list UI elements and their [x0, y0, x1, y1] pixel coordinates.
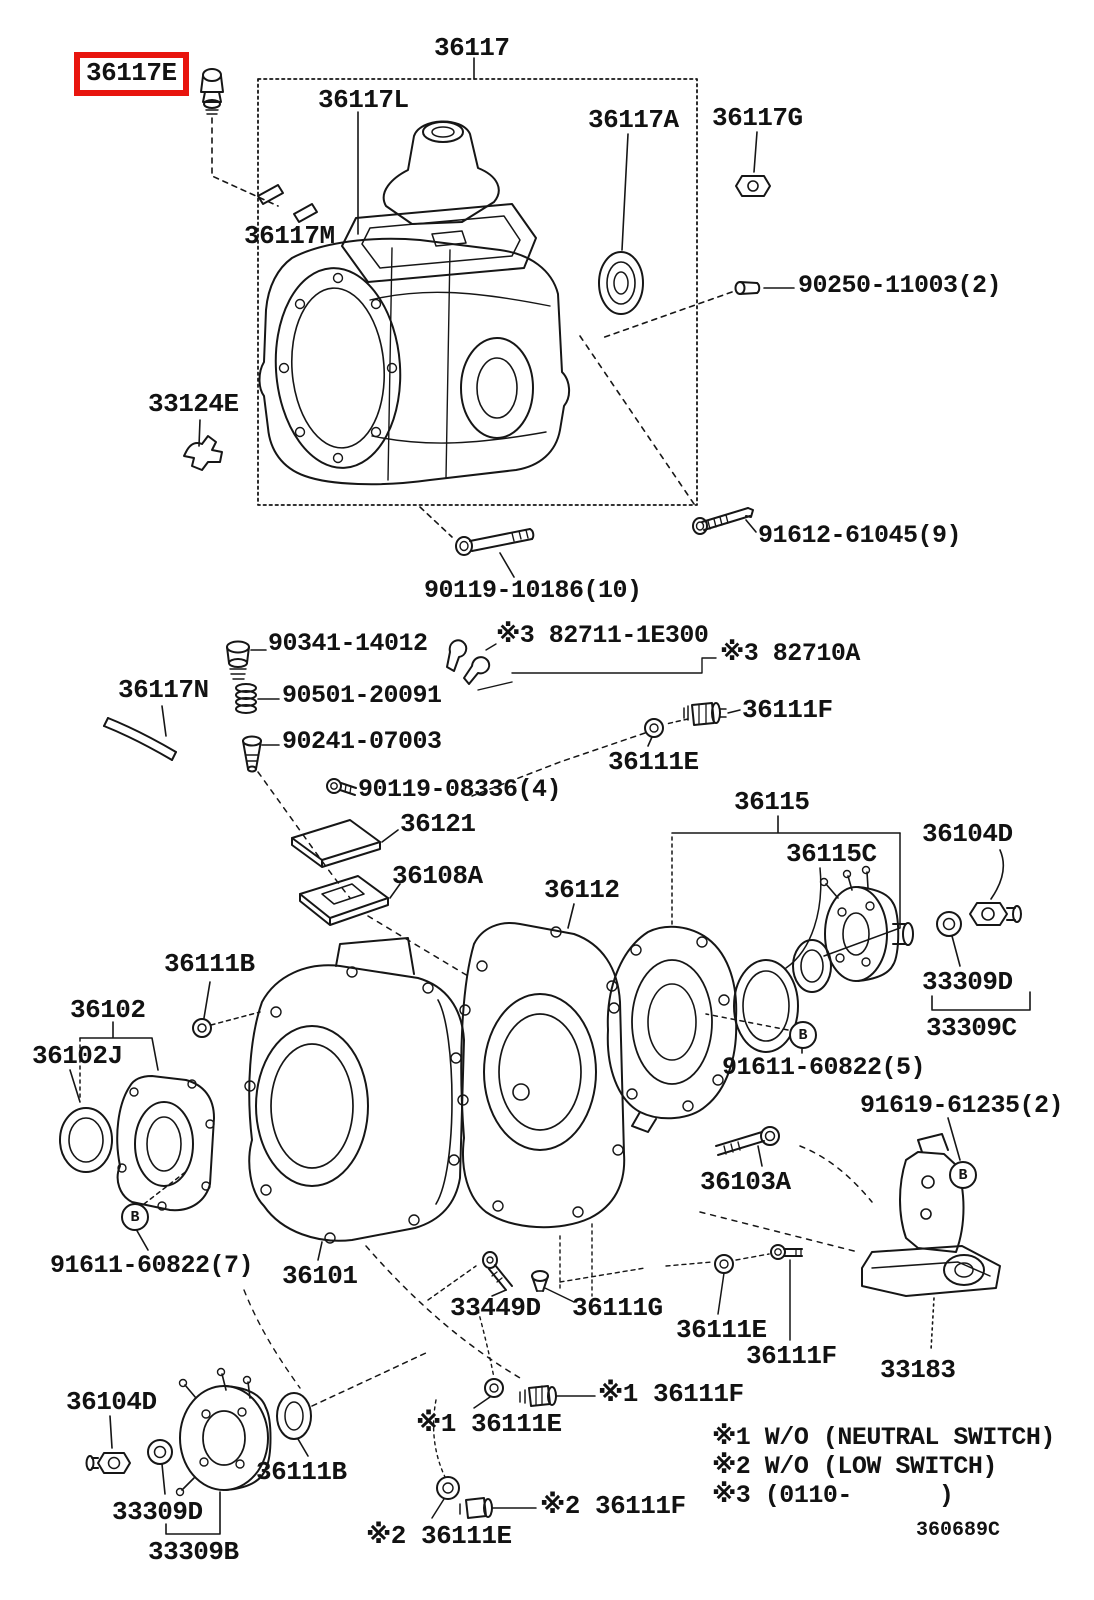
part-label-236111F: ※2 36111F [540, 1491, 686, 1521]
part-label-36111G: 36111G [572, 1293, 663, 1323]
part-label-33449D: 33449D [450, 1293, 541, 1323]
part-label-33309B: 33309B [148, 1537, 239, 1567]
part-label-36104D: 36104D [922, 819, 1013, 849]
part-label-33183: 33183 [880, 1355, 956, 1385]
part-label-360689C: 360689C [916, 1519, 1001, 1542]
part-label-36108A: 36108A [392, 861, 483, 891]
part-label-36117N: 36117N [118, 675, 209, 705]
part-label-33309D: 33309D [922, 967, 1013, 997]
part-label-36115: 36115 [734, 787, 810, 817]
part-label-33309C: 33309C [926, 1013, 1017, 1043]
part-label-91612610459: 91612-61045(9) [758, 521, 962, 550]
callout-letter-B: B [949, 1161, 977, 1189]
part-label-136111F: ※1 36111F [598, 1379, 744, 1409]
part-label-90119083364: 90119-08336(4) [358, 775, 562, 804]
part-label-9024107003: 90241-07003 [282, 727, 442, 756]
part-label-36111E: 36111E [676, 1315, 767, 1345]
part-label-36111E: 36111E [608, 747, 699, 777]
part-label-36117L: 36117L [318, 85, 409, 115]
part-label-33309D: 33309D [112, 1497, 203, 1527]
part-label-36117: 36117 [434, 33, 510, 63]
part-label-91611608227: 91611-60822(7) [50, 1251, 254, 1280]
part-label-36103A: 36103A [700, 1167, 791, 1197]
part-label-30110: ※3 (0110- ) [712, 1481, 954, 1510]
part-label-382710A: ※3 82710A [720, 639, 860, 668]
part-label-2WOLOWSWITCH: ※2 W/O (LOW SWITCH) [712, 1452, 997, 1481]
part-label-91611608225: 91611-60822(5) [722, 1053, 926, 1082]
callout-letter-B: B [121, 1203, 149, 1231]
part-label-33124E: 33124E [148, 389, 239, 419]
part-label-36101: 36101 [282, 1261, 358, 1291]
part-label-36117A: 36117A [588, 105, 679, 135]
part-label-36102J: 36102J [32, 1041, 123, 1071]
part-label-9050120091: 90501-20091 [282, 681, 442, 710]
part-label-901191018610: 90119-10186(10) [424, 576, 642, 605]
part-label-36115C: 36115C [786, 839, 877, 869]
part-label-36111F: 36111F [742, 695, 833, 725]
part-label-36117G: 36117G [712, 103, 803, 133]
part-label-36104D: 36104D [66, 1387, 157, 1417]
part-label-91619612352: 91619-61235(2) [860, 1091, 1064, 1120]
part-label-36111B: 36111B [256, 1457, 347, 1487]
part-label-36102: 36102 [70, 995, 146, 1025]
part-label-236111E: ※2 36111E [366, 1521, 512, 1551]
highlighted-part-label-36117E: 36117E [74, 52, 189, 97]
part-label-36112: 36112 [544, 875, 620, 905]
part-label-9034114012: 90341-14012 [268, 629, 428, 658]
part-label-36111F: 36111F [746, 1341, 837, 1371]
part-label-136111E: ※1 36111E [416, 1409, 562, 1439]
part-label-36111B: 36111B [164, 949, 255, 979]
part-label-1WONEUTRALSWITCH: ※1 W/O (NEUTRAL SWITCH) [712, 1423, 1055, 1452]
part-label-36121: 36121 [400, 809, 476, 839]
callout-letter-B: B [789, 1021, 817, 1049]
part-label-90250110032: 90250-11003(2) [798, 271, 1002, 300]
part-label-36117M: 36117M [244, 221, 335, 251]
part-label-3827111E300: ※3 82711-1E300 [496, 621, 709, 650]
